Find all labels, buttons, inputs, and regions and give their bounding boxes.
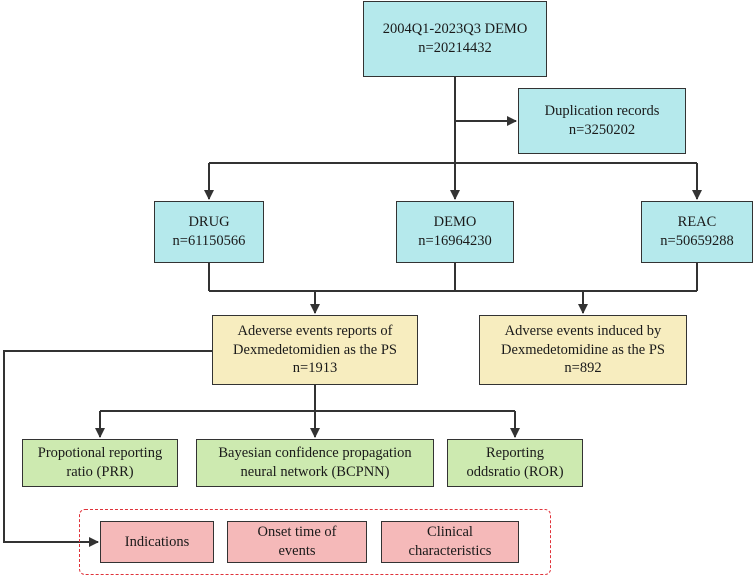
node-drug-line1: DRUG [188,214,230,231]
node-duplication-records: Duplication records n=3250202 [518,88,686,154]
node-reac-line1: REAC [677,214,717,231]
node-demo-total-line2: n=20214432 [418,40,492,56]
node-duplication-line2: n=3250202 [568,122,636,138]
node-ae-reports-line3: n=1913 [292,360,338,377]
node-ae-induced: Adverse events induced by Dexmedetomidin… [479,315,687,385]
connector-to-indications [3,350,212,547]
node-indications: Indications [100,521,214,563]
node-onset-time: Onset time of events [227,521,367,563]
node-ae-reports-line2: Dexmedetomidien as the PS [233,341,397,358]
node-duplication-line1: Duplication records [544,103,660,120]
node-ror-line1: Reporting [486,445,544,462]
node-ae-induced-line1: Adverse events induced by [504,323,662,340]
node-ae-reports: Adeverse events reports of Dexmedetomidi… [212,315,418,385]
node-demo: DEMO n=16964230 [396,201,514,263]
analysis-group [79,509,551,575]
node-bcpnn-line1: Bayesian confidence propagation [218,445,412,462]
node-demo-total-line1: 2004Q1-2023Q3 DEMO [382,21,528,38]
node-ror: Reporting oddsratio (ROR) [447,439,583,487]
node-clinical-line2: characteristics [408,543,492,559]
node-prr-line2: ratio (PRR) [66,464,134,480]
node-ae-reports-line1: Adeverse events reports of [237,323,393,340]
node-prr-line1: Propotional reporting [37,445,163,462]
node-demo-total: 2004Q1-2023Q3 DEMO n=20214432 [363,1,547,77]
node-drug-line2: n=61150566 [172,233,246,249]
node-demo-line2: n=16964230 [418,233,492,249]
node-ae-induced-line2: Dexmedetomidine as the PS [501,341,665,358]
node-demo-line1: DEMO [433,214,477,231]
node-clinical-line1: Clinical [427,524,473,541]
node-bcpnn: Bayesian confidence propagation neural n… [196,439,434,487]
node-drug: DRUG n=61150566 [154,201,264,263]
node-onset-line2: events [278,543,316,559]
node-onset-line1: Onset time of [257,524,337,541]
node-ae-induced-line3: n=892 [564,360,602,377]
node-bcpnn-line2: neural network (BCPNN) [240,464,390,480]
node-reac-line2: n=50659288 [660,233,734,249]
node-indications-line1: Indications [124,533,190,550]
node-clinical-characteristics: Clinical characteristics [381,521,519,563]
node-prr: Propotional reporting ratio (PRR) [22,439,178,487]
node-reac: REAC n=50659288 [641,201,753,263]
node-ror-line2: oddsratio (ROR) [466,464,564,480]
